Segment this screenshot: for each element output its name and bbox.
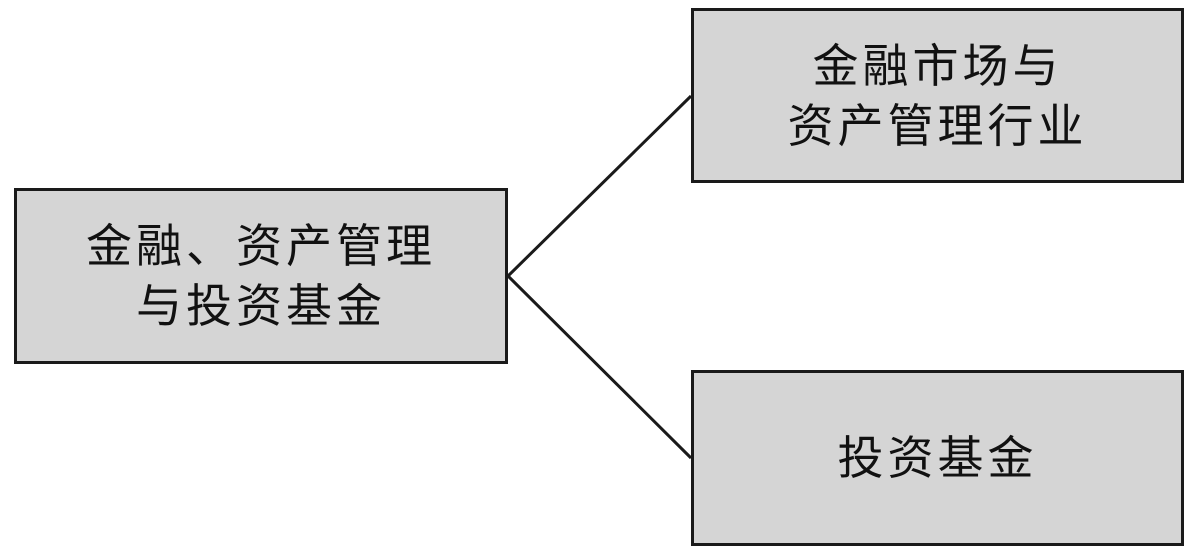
root-node-line-1: 金融、资产管理 xyxy=(86,219,436,273)
child-node-1-line-1: 金融市场与 xyxy=(812,38,1063,93)
child-node-2-line-1: 投资基金 xyxy=(837,431,1038,485)
connector-root-to-top xyxy=(506,94,693,278)
child-node-investment-funds: 投资基金 xyxy=(691,370,1184,546)
root-node-line-2: 与投资基金 xyxy=(136,279,386,333)
child-node-1-line-2: 资产管理行业 xyxy=(787,98,1088,153)
connector-root-to-bottom xyxy=(506,274,693,460)
child-node-financial-markets: 金融市场与 资产管理行业 xyxy=(691,8,1184,183)
root-node: 金融、资产管理 与投资基金 xyxy=(14,188,508,364)
